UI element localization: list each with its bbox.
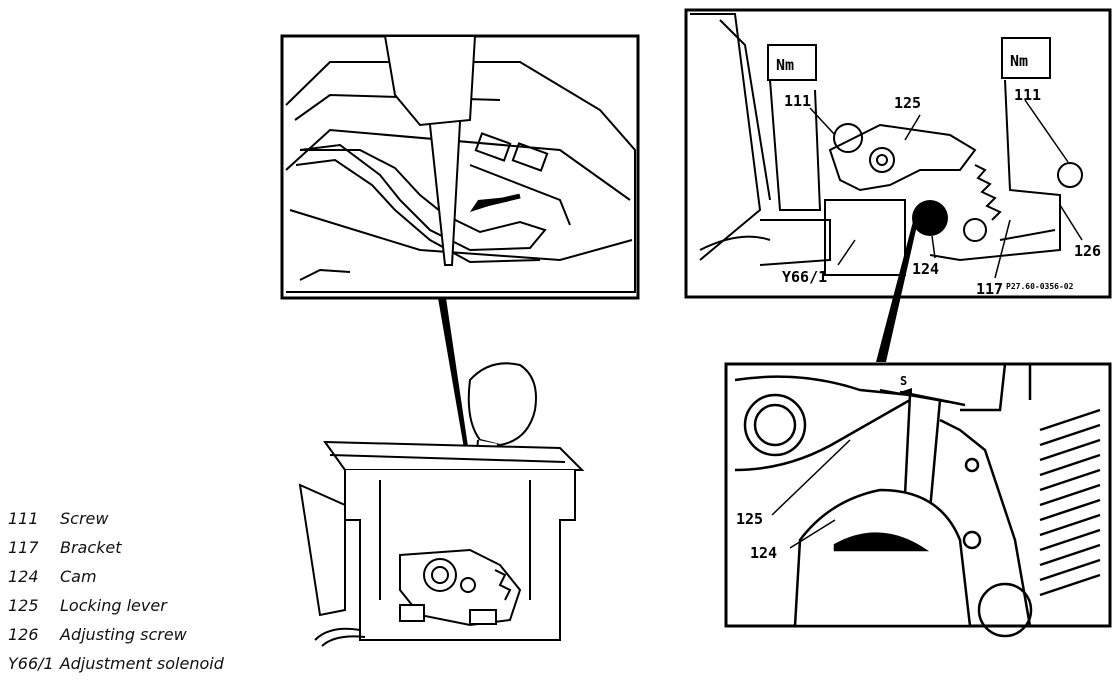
cam-detail-inset: S 125 124 xyxy=(724,362,1112,638)
legend-label: Screw xyxy=(60,509,109,528)
legend-label: Bracket xyxy=(60,538,122,557)
legend-item: 111 Screw xyxy=(8,509,108,528)
legend-item: 126 Adjusting screw xyxy=(8,625,187,644)
nm-label-right: Nm xyxy=(1010,52,1028,70)
legend-label: Adjusting screw xyxy=(60,625,187,644)
legend-label: Locking lever xyxy=(60,596,167,615)
callout-125-top: 125 xyxy=(894,94,921,112)
figure-code: P27.60-0356-02 xyxy=(1006,282,1074,291)
legend-item: Y66/1 Adjustment solenoid xyxy=(8,654,224,673)
callout-111-left: 111 xyxy=(784,92,811,110)
legend-number: 126 xyxy=(8,625,39,644)
callout-124-top: 124 xyxy=(912,260,939,278)
inset-leader-line xyxy=(438,298,470,460)
shift-gate-inset xyxy=(280,34,640,300)
legend-item: 125 Locking lever xyxy=(8,596,167,615)
nm-label-left: Nm xyxy=(776,56,794,74)
legend-label: Adjustment solenoid xyxy=(59,654,224,673)
detail-arrow-label: S xyxy=(900,374,907,388)
callout-117: 117 xyxy=(976,280,1003,298)
legend-item: 117 Bracket xyxy=(8,538,122,557)
legend-number: 117 xyxy=(8,538,39,557)
callout-125-detail: 125 xyxy=(736,510,763,528)
legend-number: Y66/1 xyxy=(8,654,54,673)
callout-126: 126 xyxy=(1074,242,1101,260)
callout-111-right: 111 xyxy=(1014,86,1041,104)
callout-y66-1: Y66/1 xyxy=(782,268,827,286)
legend-item: 124 Cam xyxy=(8,567,97,586)
legend-number: 125 xyxy=(8,596,39,615)
legend-label: Cam xyxy=(60,567,97,586)
legend-number: 124 xyxy=(8,567,39,586)
detail-leader-line xyxy=(876,210,920,362)
callout-124-detail: 124 xyxy=(750,544,777,562)
selector-lever-assembly xyxy=(298,362,585,647)
legend-number: 111 xyxy=(8,509,39,528)
solenoid-bracket-inset: Nm Nm 111 111 125 124 117 126 Y66/1 P27.… xyxy=(684,8,1112,299)
